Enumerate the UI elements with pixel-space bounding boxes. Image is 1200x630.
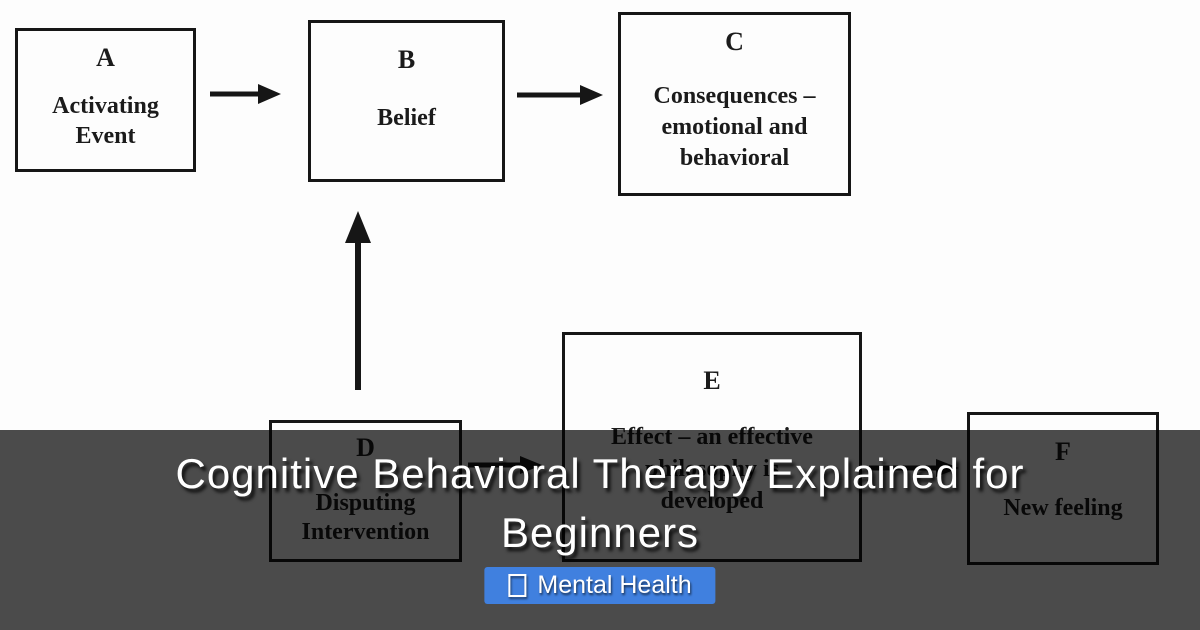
arrow-b-to-c — [517, 85, 603, 105]
arrow-a-to-b — [210, 84, 281, 104]
box-letter: B — [397, 45, 416, 74]
box-label: Consequences – emotional and behavioral — [653, 83, 816, 171]
title-line-2: Beginners — [500, 509, 700, 556]
box-letter: C — [725, 27, 744, 56]
diagram-box-belief: B Belief — [308, 20, 505, 182]
title-line-1: Cognitive Behavioral Therapy Explained f… — [175, 450, 1025, 497]
category-label: Mental Health — [537, 571, 692, 599]
box-letter: E — [703, 366, 721, 395]
missing-glyph-square-icon — [508, 574, 527, 597]
page-title: Cognitive Behavioral Therapy Explained f… — [0, 444, 1200, 562]
category-badge[interactable]: Mental Health — [484, 567, 716, 604]
box-label: Activating Event — [52, 93, 159, 149]
box-letter: A — [96, 43, 115, 72]
arrow-d-to-b — [345, 211, 371, 390]
diagram-box-activating-event: A Activating Event — [15, 28, 196, 172]
diagram-box-consequences: C Consequences – emotional and behaviora… — [618, 12, 851, 196]
box-label: Belief — [377, 105, 436, 131]
